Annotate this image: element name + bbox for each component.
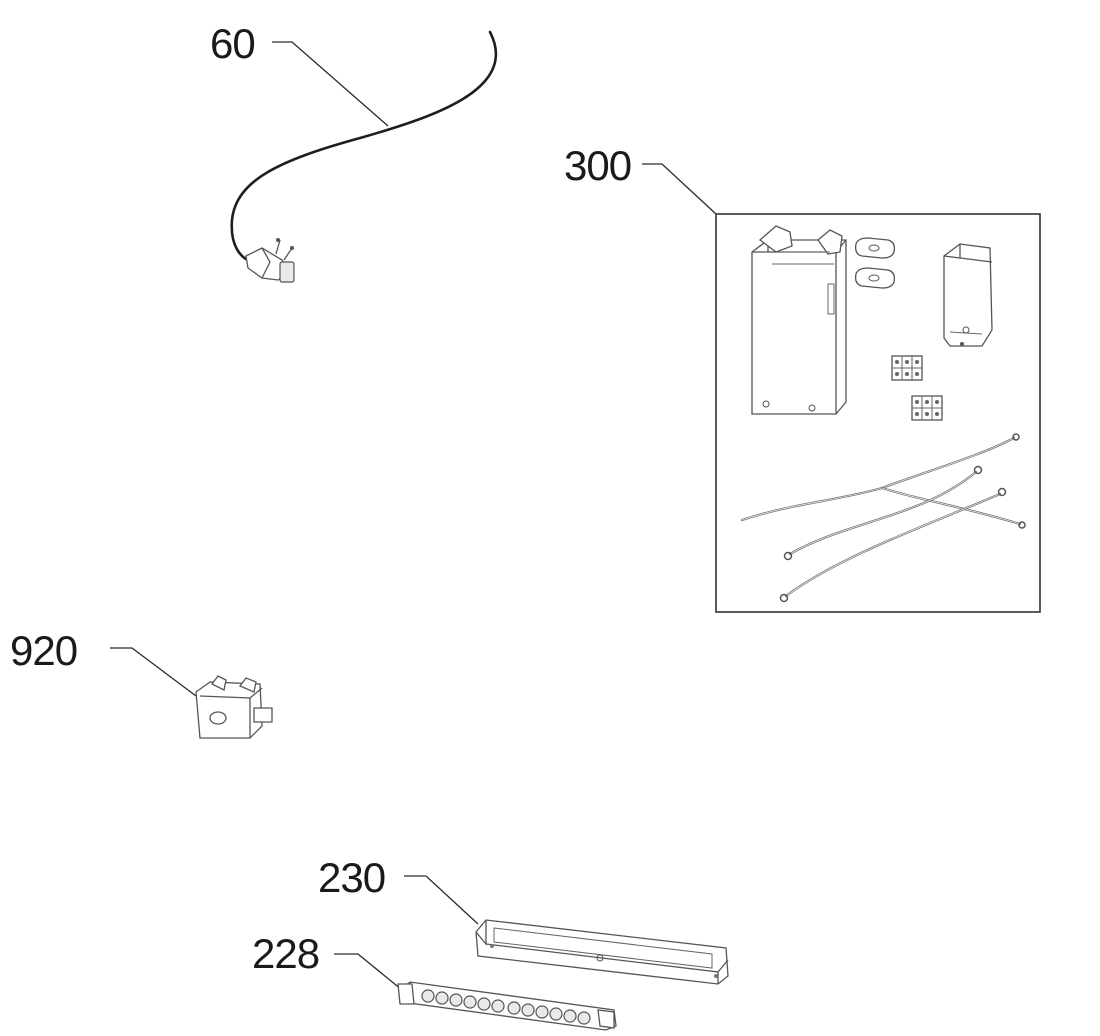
cable-clip-icon bbox=[854, 237, 896, 289]
part-230[interactable]: 230 bbox=[318, 854, 729, 985]
part-label-300: 300 bbox=[564, 142, 631, 189]
terminal-block-icon bbox=[891, 355, 943, 421]
kit-frame bbox=[715, 213, 1041, 613]
connection-kit-icon bbox=[740, 225, 1026, 603]
part-920[interactable]: 920 bbox=[10, 627, 273, 739]
part-300[interactable]: 300 bbox=[564, 142, 1041, 613]
part-label-230: 230 bbox=[318, 854, 385, 901]
part-label-60: 60 bbox=[210, 20, 255, 67]
part-label-920: 920 bbox=[10, 627, 77, 674]
part-228[interactable]: 228 bbox=[252, 930, 617, 1031]
cover-housing-icon bbox=[943, 243, 993, 347]
leader-line-300 bbox=[642, 163, 717, 215]
leader-line-60 bbox=[272, 41, 389, 127]
part-60[interactable]: 60 bbox=[210, 20, 498, 283]
leader-line-920 bbox=[110, 647, 197, 697]
power-cord-plug-icon bbox=[230, 30, 498, 283]
leader-line-230 bbox=[404, 875, 479, 925]
relay-block-icon bbox=[195, 675, 273, 739]
control-panel-frame-icon bbox=[475, 919, 729, 985]
button-strip-icon bbox=[397, 981, 617, 1031]
wire-harness-icon bbox=[740, 433, 1026, 603]
leader-line-228 bbox=[334, 953, 403, 991]
part-label-228: 228 bbox=[252, 930, 319, 977]
push-buttons bbox=[421, 989, 591, 1025]
